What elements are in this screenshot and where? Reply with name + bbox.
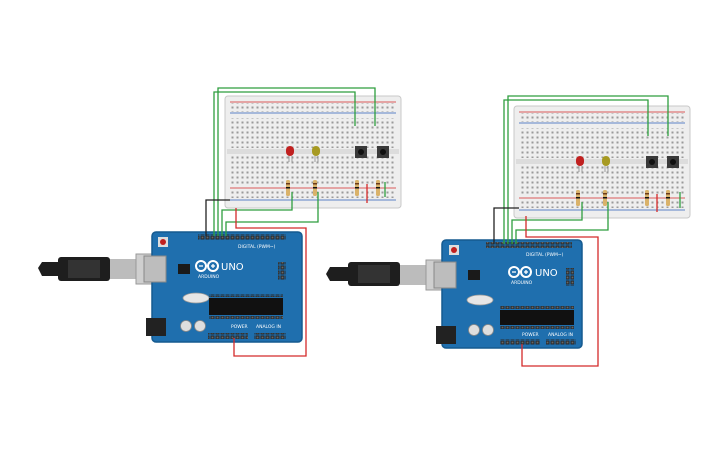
capacitor-2 — [194, 320, 206, 332]
green-wire[interactable] — [511, 202, 583, 244]
circuit-2[interactable]: DIGITAL (PWM~) ARDUINO UNO POWER ANALOG … — [326, 95, 691, 367]
resistor-1[interactable] — [286, 180, 290, 196]
usb-port — [433, 261, 457, 289]
smd-chip — [178, 264, 190, 274]
resistor-3[interactable] — [645, 190, 649, 206]
icsp-header — [566, 268, 574, 286]
black-wire[interactable] — [205, 199, 230, 236]
resistor-1[interactable] — [576, 190, 580, 206]
brand-label: ARDUINO — [511, 280, 533, 286]
wires[interactable] — [493, 95, 681, 367]
capacitor-2 — [482, 324, 494, 336]
power-header-label: POWER — [231, 324, 248, 330]
green-wire[interactable] — [213, 91, 356, 236]
green-wire[interactable] — [217, 87, 376, 236]
power-header[interactable] — [208, 333, 248, 339]
red-led[interactable] — [576, 156, 584, 172]
usb-port — [143, 255, 167, 283]
analog-header-label: ANALOG IN — [256, 324, 281, 330]
power-header-label: POWER — [522, 332, 539, 338]
green-wire[interactable] — [515, 202, 609, 244]
green-wire[interactable] — [503, 99, 649, 244]
atmega-chip — [500, 310, 574, 325]
pushbutton-1[interactable] — [355, 146, 367, 158]
capacitor-1 — [180, 320, 192, 332]
green-wire[interactable] — [221, 192, 293, 236]
model-label: UNO — [221, 262, 244, 273]
arduino-uno-board[interactable]: DIGITAL (PWM~) ARDUINO UNO — [143, 231, 303, 343]
arduino-uno-board[interactable]: DIGITAL (PWM~) ARDUINO UNO POWER ANALOG … — [433, 239, 583, 349]
green-wire[interactable] — [507, 95, 669, 244]
digital-header-label: DIGITAL (PWM~) — [238, 244, 276, 250]
black-wire[interactable] — [493, 207, 519, 244]
pushbutton-2[interactable] — [667, 156, 679, 168]
red-wire[interactable] — [521, 216, 599, 367]
brand-label: ARDUINO — [198, 274, 220, 280]
power-jack — [436, 326, 456, 344]
power-jack — [146, 318, 166, 336]
resistor-2[interactable] — [603, 190, 607, 206]
digital-header[interactable] — [486, 242, 572, 248]
arduino-logo-icon — [508, 266, 532, 278]
power-header[interactable] — [500, 339, 540, 345]
yellow-led[interactable] — [602, 156, 610, 172]
icsp-header — [278, 262, 286, 280]
crystal — [466, 294, 494, 306]
green-wire[interactable] — [225, 192, 319, 236]
model-label: UNO — [535, 268, 558, 279]
capacitor-1 — [468, 324, 480, 336]
resistor-2[interactable] — [313, 180, 317, 196]
analog-header-label: ANALOG IN — [548, 332, 573, 338]
analog-header[interactable] — [546, 339, 576, 345]
arduino-logo-icon — [195, 260, 219, 272]
crystal — [182, 292, 210, 304]
red-wire[interactable] — [233, 208, 307, 357]
yellow-led[interactable] — [312, 146, 320, 162]
pushbutton-1[interactable] — [646, 156, 658, 168]
smd-chip — [468, 270, 480, 280]
wires[interactable] — [205, 87, 386, 357]
analog-header[interactable] — [254, 333, 286, 339]
resistor-3[interactable] — [355, 180, 359, 196]
circuit-1[interactable]: DIGITAL (PWM~) ARDUINO UNO — [38, 87, 402, 357]
resistor-4[interactable] — [666, 190, 670, 206]
pushbutton-2[interactable] — [377, 146, 389, 158]
atmega-chip — [209, 298, 283, 315]
resistor-4[interactable] — [376, 180, 380, 196]
red-led[interactable] — [286, 146, 294, 162]
digital-header[interactable] — [198, 234, 286, 240]
digital-header-label: DIGITAL (PWM~) — [526, 252, 564, 258]
